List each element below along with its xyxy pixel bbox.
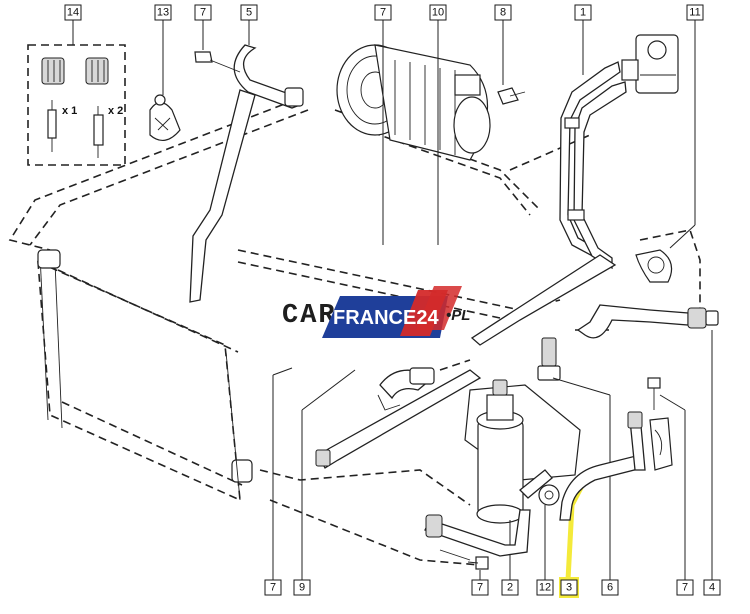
label-7-bottom-b: 7 [471, 579, 489, 596]
svg-text:7: 7 [380, 7, 386, 19]
suction-pipe-lower [315, 367, 482, 469]
label-3-highlighted: 3 [559, 577, 579, 598]
svg-text:7: 7 [477, 582, 483, 594]
svg-text:7: 7 [200, 7, 206, 19]
svg-text:7: 7 [682, 582, 688, 594]
svg-text:11: 11 [689, 7, 700, 19]
multiplier-x1: x 1 [62, 105, 77, 117]
bolt-7-bottom [439, 549, 489, 580]
schrader-valve-2 [93, 106, 104, 158]
part-10-compressor [336, 20, 491, 245]
callout-labels-top: 14 13 7 5 7 10 8 1 [64, 4, 704, 21]
expansion-valve-block [621, 34, 679, 94]
label-6: 6 [601, 579, 619, 596]
label-8: 8 [494, 4, 512, 21]
svg-text:8: 8 [500, 7, 506, 19]
label-7-top-b: 7 [374, 4, 392, 21]
label-14: 14 [64, 4, 82, 21]
watermark-red-stripe-2 [416, 286, 462, 330]
bolt-8 [497, 20, 526, 105]
part-1-pipe-assembly [470, 20, 627, 346]
label-10: 10 [429, 4, 447, 21]
label-2: 2 [501, 579, 519, 596]
watermark-france: FRANCE24 [333, 307, 439, 329]
part-12-nut [538, 484, 560, 580]
part-2-receiver-drier [464, 379, 581, 580]
schrader-valve-1 [47, 100, 57, 152]
label-7-top-a: 7 [194, 4, 212, 21]
svg-text:12: 12 [539, 582, 551, 594]
label-11: 11 [686, 4, 704, 21]
svg-text:9: 9 [299, 582, 305, 594]
multiplier-x2: x 2 [108, 105, 123, 117]
part-4-liquid-pipe [576, 304, 719, 580]
part-13-sachet [149, 20, 181, 141]
svg-text:13: 13 [157, 7, 169, 19]
label-7-bottom-c: 7 [676, 579, 694, 596]
label-13: 13 [154, 4, 172, 21]
label-1: 1 [574, 4, 592, 21]
valve-cap-1 [41, 57, 65, 85]
svg-text:14: 14 [67, 7, 79, 19]
svg-text:4: 4 [709, 582, 715, 594]
bolt-7-right [647, 377, 661, 410]
watermark-pl: •PL [446, 307, 470, 324]
svg-text:10: 10 [432, 7, 444, 19]
svg-text:6: 6 [607, 582, 613, 594]
label-9: 9 [293, 579, 311, 596]
svg-text:3: 3 [566, 582, 572, 594]
valve-cap-2 [85, 57, 109, 85]
svg-text:1: 1 [580, 7, 586, 19]
part-3-highlighted-pipe [559, 411, 646, 581]
part-6-pressure-switch [537, 337, 611, 580]
callout-labels-bottom: 7 9 7 2 12 3 6 7 [264, 577, 721, 598]
label-4: 4 [703, 579, 721, 596]
condenser [37, 249, 253, 502]
bracket-right [647, 377, 686, 580]
svg-text:5: 5 [246, 7, 252, 19]
label-5: 5 [240, 4, 258, 21]
svg-text:7: 7 [270, 582, 276, 594]
lower-hose [424, 469, 553, 557]
label-12: 12 [536, 579, 554, 596]
svg-text:2: 2 [507, 582, 513, 594]
part-14-valve-kit: x 1 x 2 [27, 20, 126, 166]
part-5-hose [189, 20, 304, 303]
carfrance-watermark: CAR FRANCE24 •PL [282, 286, 470, 338]
label-7-bottom-a: 7 [264, 579, 282, 596]
part-11-clip [635, 20, 696, 283]
bolt-7-top [194, 20, 241, 73]
watermark-car: CAR [282, 301, 337, 331]
